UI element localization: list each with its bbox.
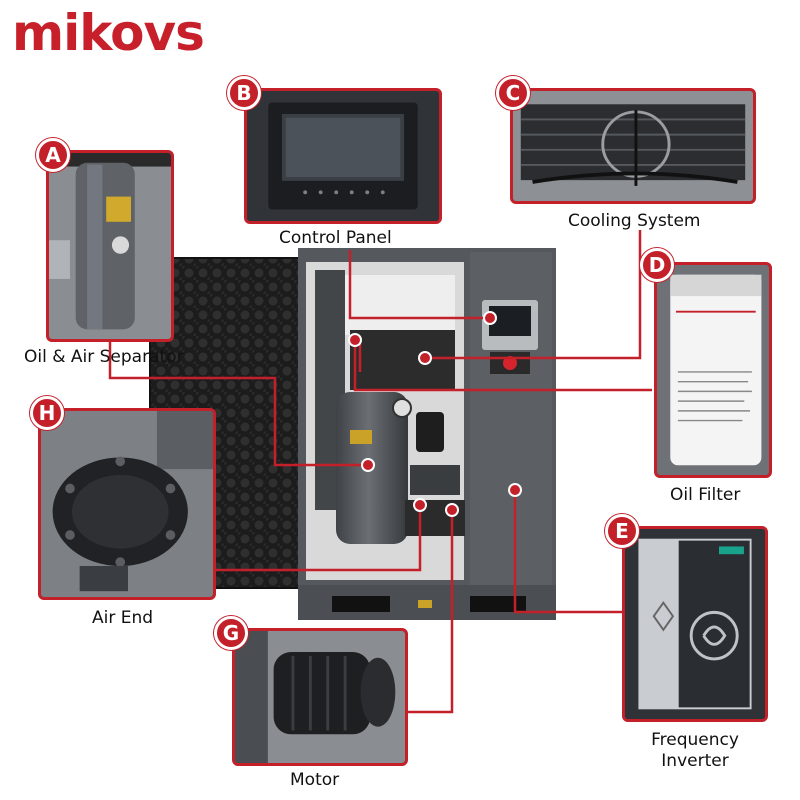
label-cooling-system: Cooling System <box>568 211 701 231</box>
badge-g: G <box>214 616 248 650</box>
photo-control-panel <box>244 88 442 224</box>
badge-b: B <box>227 76 261 110</box>
badge-e: E <box>605 514 639 548</box>
label-air-end: Air End <box>92 608 154 628</box>
label-control-panel: Control Panel <box>279 228 392 248</box>
photo-air-end <box>38 408 216 600</box>
photo-oil-air-separator <box>46 150 174 342</box>
badge-h: H <box>30 396 64 430</box>
photo-cooling-system <box>510 88 756 204</box>
photo-oil-filter <box>654 262 772 478</box>
label-oil-air-separator: Oil & Air Separator <box>24 347 184 367</box>
label-oil-filter: Oil Filter <box>670 485 741 505</box>
label-motor: Motor <box>290 770 340 790</box>
brand-logo: mikovs <box>12 4 205 62</box>
photo-motor <box>232 628 408 766</box>
badge-d: D <box>640 248 674 282</box>
badge-c: C <box>496 76 530 110</box>
badge-a: A <box>36 138 70 172</box>
photo-frequency-inverter <box>622 526 768 722</box>
label-frequency-inverter: Frequency Inverter <box>651 730 739 772</box>
